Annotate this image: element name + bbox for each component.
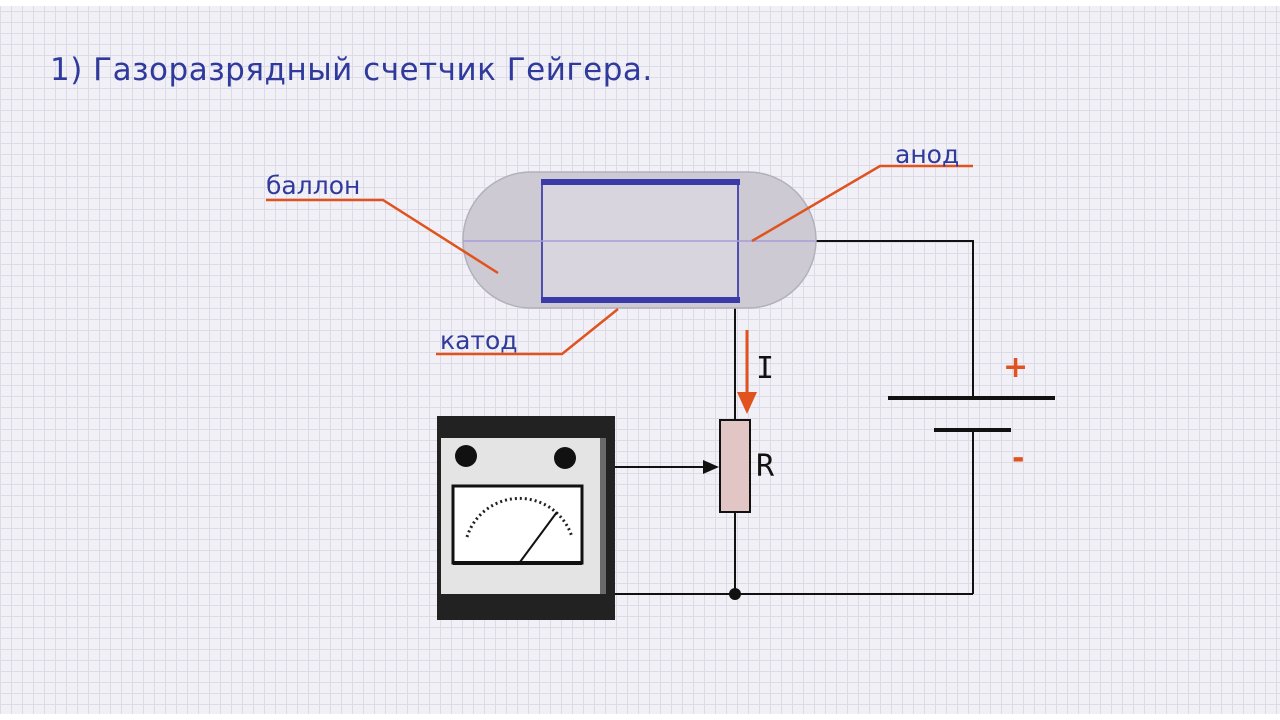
- frame-bottom-bar: [0, 714, 1280, 720]
- resistor-label: R: [756, 449, 775, 484]
- meter: [437, 416, 615, 620]
- current-label: I: [756, 351, 774, 386]
- anode-label: анод: [895, 140, 959, 169]
- leader-lines: [266, 164, 973, 356]
- resistor: [719, 419, 751, 513]
- page-title: 1) Газоразрядный счетчик Гейгера.: [50, 52, 653, 88]
- bulb-label: баллон: [266, 171, 360, 200]
- circuit-wires: [615, 240, 974, 595]
- meter-panel-shadow: [600, 438, 606, 594]
- wiper-arrow-head: [703, 460, 719, 474]
- anode-leader: [751, 164, 973, 243]
- current-arrow-head: [737, 392, 757, 414]
- meter-display: [451, 484, 584, 565]
- cathode-leader: [436, 308, 619, 356]
- bulb-leader: [266, 198, 499, 275]
- junction-node: [729, 588, 741, 600]
- battery-plus-label: +: [1003, 350, 1028, 385]
- frame-top-bar: [0, 0, 1280, 6]
- cathode-label: катод: [440, 326, 518, 355]
- meter-scale: [465, 496, 574, 538]
- meter-terminal-right: [554, 447, 576, 469]
- anode-wire: [815, 240, 974, 397]
- meter-terminal-left: [455, 445, 477, 467]
- battery-minus-label: -: [1012, 441, 1024, 476]
- meter-needle: [519, 511, 558, 563]
